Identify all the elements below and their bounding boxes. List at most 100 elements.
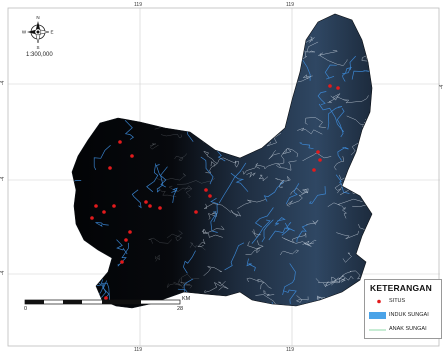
river-line (200, 156, 214, 185)
contour-line (251, 66, 272, 81)
river-line (224, 242, 245, 271)
river-line (93, 144, 111, 170)
contour-line (363, 27, 372, 36)
contour-line (203, 266, 222, 276)
latitude-label-1: -4 (0, 80, 7, 86)
contour-line (159, 26, 185, 37)
contour-line (207, 210, 217, 220)
site-marker (128, 230, 132, 234)
contour-line (173, 281, 193, 289)
contour-line (230, 209, 242, 218)
contour-line (175, 65, 188, 80)
river-line (117, 242, 129, 267)
contour-line (246, 171, 256, 178)
river-line (72, 180, 82, 201)
scalebar-end-label: 28 (177, 306, 184, 312)
contour-line (237, 16, 256, 27)
legend-item-induk-sungai: INDUK SUNGAI (365, 311, 443, 321)
river-line (158, 42, 166, 58)
river-line (210, 50, 221, 68)
legend-panel: KETERANGAN SITUS INDUK SUNGAI ANAK SUNGA… (364, 279, 442, 339)
river-line (248, 55, 260, 80)
site-marker (108, 166, 112, 170)
contour-line (223, 60, 247, 69)
contour-line (342, 252, 352, 263)
contour-line (204, 203, 232, 213)
contour-line (258, 30, 274, 43)
river-line (263, 181, 285, 202)
site-points (90, 84, 340, 300)
contour-line (373, 189, 407, 197)
contour-line (204, 280, 226, 293)
contour-line (173, 76, 206, 87)
east-letter: E (50, 30, 53, 35)
contour-line (373, 263, 390, 268)
site-marker (204, 188, 208, 192)
river-line (224, 51, 233, 75)
river-line (337, 147, 349, 161)
site-marker (130, 154, 134, 158)
contour-line (189, 242, 206, 251)
contour-line (246, 17, 259, 26)
legend-item-situs: SITUS (365, 297, 443, 307)
river-line (218, 162, 247, 204)
site-marker (208, 194, 212, 198)
river-line (221, 296, 231, 308)
river-line (274, 217, 286, 226)
river-line (155, 164, 167, 188)
river-line (240, 299, 260, 308)
latitude-label-4: -4 (439, 84, 446, 90)
contour-line (237, 198, 266, 209)
river-line (308, 186, 326, 204)
river-line (210, 211, 218, 233)
contour-line (333, 156, 345, 171)
contour-line (176, 178, 215, 185)
contour-line (318, 49, 338, 56)
contour-line (168, 185, 192, 192)
contour-line (174, 153, 187, 161)
river-line (318, 103, 345, 133)
north-arrow-icon: N S E W (22, 15, 54, 50)
site-marker (148, 204, 152, 208)
contour-line (245, 247, 261, 255)
contour-line (325, 277, 347, 287)
legend-label-situs: SITUS (389, 298, 406, 304)
river-line (335, 174, 350, 194)
river-line (342, 55, 356, 75)
site-marker (120, 260, 124, 264)
river-line (365, 138, 372, 164)
contour-line (229, 70, 236, 88)
west-letter: W (22, 30, 27, 35)
contour-line (297, 127, 323, 135)
site-marker (90, 216, 94, 220)
contour-line (246, 277, 265, 290)
contour-line (333, 271, 352, 283)
river-line (178, 71, 192, 96)
river-line (95, 222, 109, 228)
contour-line (160, 29, 206, 35)
contour-line (373, 82, 410, 87)
river-line (236, 94, 248, 110)
contour-line (202, 83, 217, 102)
contour-line (295, 295, 309, 303)
site-marker (112, 204, 116, 208)
river-line (299, 142, 314, 150)
contour-line (371, 148, 372, 156)
longitude-label-bottom-1: 119 (134, 347, 142, 353)
river-line (281, 222, 295, 236)
river-line (342, 66, 352, 82)
contour-line (197, 239, 206, 247)
site-marker (124, 238, 128, 242)
contour-line (263, 289, 275, 296)
contour-line (341, 205, 348, 219)
contour-line (234, 160, 239, 168)
contour-line (238, 95, 252, 105)
contour-line (336, 230, 359, 240)
contour-line (259, 79, 273, 89)
river-line (246, 258, 256, 272)
river-line (146, 26, 164, 36)
green-line-icon (369, 329, 386, 331)
river-line (282, 263, 296, 295)
contour-line (377, 20, 387, 31)
site-marker (318, 158, 322, 162)
